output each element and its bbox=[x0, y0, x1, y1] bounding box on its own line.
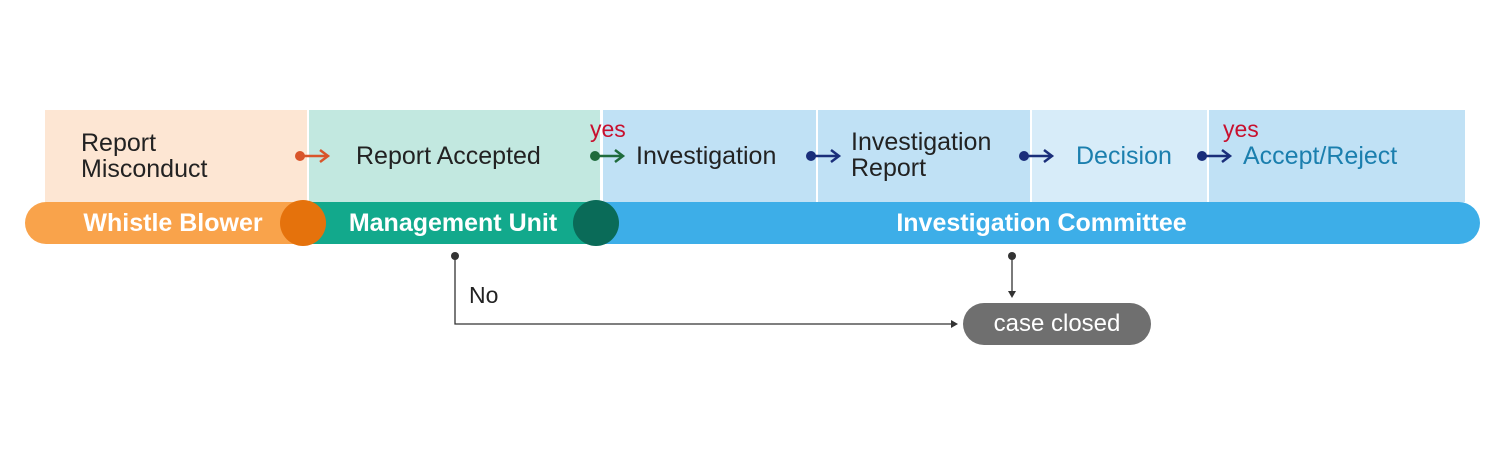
stage-accept-reject: Accept/Reject bbox=[1209, 110, 1465, 202]
stage-label-line: Accept/Reject bbox=[1243, 142, 1398, 170]
lane-label: Investigation Committee bbox=[896, 208, 1187, 237]
stage-label: Accept/Reject bbox=[1243, 143, 1397, 169]
lane-management-unit: Management Unit bbox=[280, 202, 596, 244]
stage-report-accepted: Report Accepted bbox=[309, 110, 600, 202]
stage-label: Report Accepted bbox=[356, 143, 541, 169]
lane-whistle-blower: Whistle Blower bbox=[25, 202, 305, 244]
stage-investigation-report: Investigation Report bbox=[818, 110, 1030, 202]
stage-label-line: Investigation bbox=[636, 142, 777, 170]
case-closed-label: case closed bbox=[993, 310, 1121, 337]
stage-investigation: Investigation bbox=[603, 110, 816, 202]
flow-arrow bbox=[295, 149, 331, 163]
lane-investigation-committee: Investigation Committee bbox=[570, 202, 1480, 244]
stage-label-line: Report Accepted bbox=[356, 142, 541, 170]
flow-arrow bbox=[806, 149, 842, 163]
close-branch-line bbox=[1008, 252, 1016, 298]
yes-label: yes bbox=[1223, 116, 1259, 142]
stage-label: Report Misconduct bbox=[81, 130, 207, 182]
flow-arrow bbox=[1019, 149, 1055, 163]
stage-label-line: Decision bbox=[1076, 142, 1172, 170]
stage-report-misconduct: Report Misconduct bbox=[45, 110, 307, 202]
case-closed-terminal: case closed bbox=[963, 303, 1151, 345]
lane-junction-knob bbox=[280, 200, 326, 246]
lane-junction-knob bbox=[573, 200, 619, 246]
stage-label-line: Report bbox=[851, 154, 927, 182]
no-branch-label: No bbox=[469, 282, 499, 308]
yes-label: yes bbox=[590, 116, 626, 142]
lane-label: Whistle Blower bbox=[83, 208, 263, 237]
flow-arrow bbox=[590, 149, 626, 163]
lane-label: Management Unit bbox=[348, 208, 558, 237]
stage-label-line: Misconduct bbox=[81, 155, 208, 183]
flow-arrow bbox=[1197, 149, 1233, 163]
stage-label: Investigation Report bbox=[851, 129, 991, 181]
stage-label: Investigation bbox=[636, 143, 776, 169]
stage-label: Decision bbox=[1076, 143, 1172, 169]
stage-decision: Decision bbox=[1032, 110, 1207, 202]
stage-label-line: Report bbox=[81, 129, 157, 157]
no-branch-line bbox=[451, 252, 958, 328]
stage-label-line: Investigation bbox=[851, 128, 992, 156]
